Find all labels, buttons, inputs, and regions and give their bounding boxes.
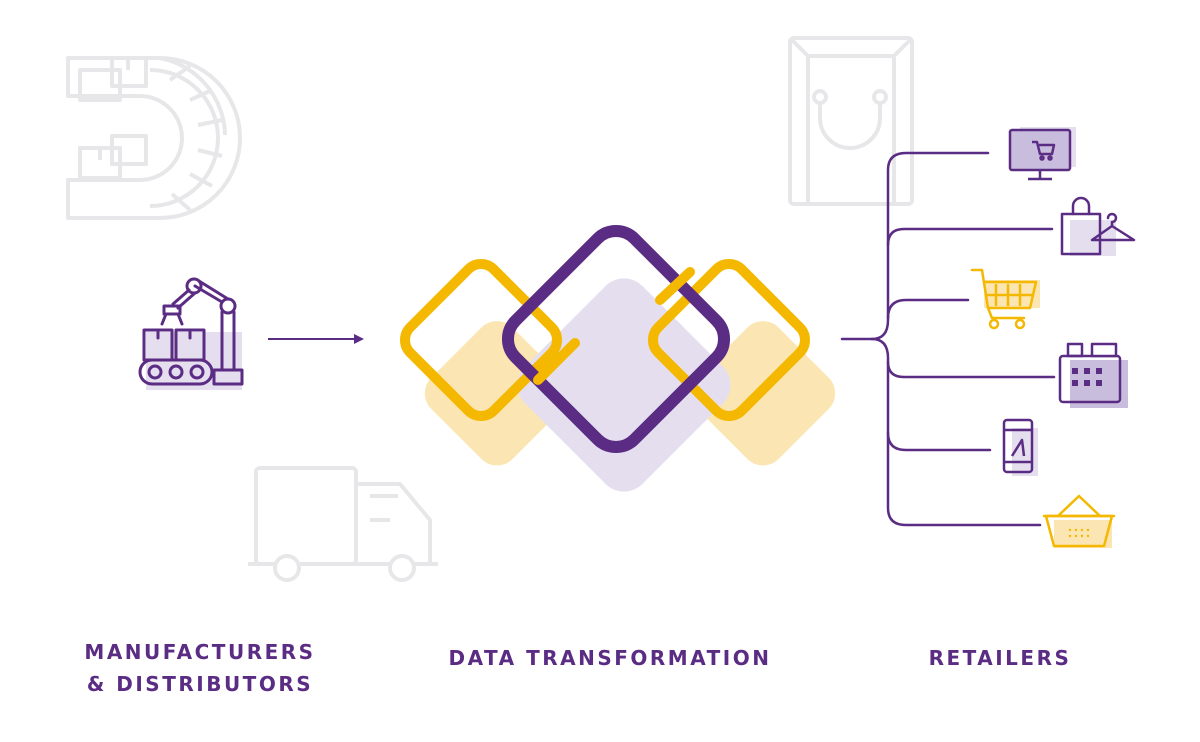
mobile-phone-icon: [1002, 418, 1038, 476]
conveyor-warehouse-icon: [66, 56, 242, 220]
retailers-label: RETAILERS: [928, 646, 1072, 670]
cash-register-icon: [1058, 342, 1128, 408]
delivery-truck-icon: [248, 466, 438, 582]
manufacturers-label: MANUFACTURERS & DISTRIBUTORS: [60, 636, 340, 700]
computer-cart-icon: [1008, 127, 1076, 181]
data-transformation-label: DATA TRANSFORMATION: [448, 646, 772, 670]
shopping-basket-icon: [1042, 494, 1116, 548]
robotic-arm-factory-icon: [138, 277, 244, 390]
shopping-cart-icon: [970, 268, 1040, 330]
shopping-bag-icon: [788, 36, 914, 206]
interlocking-diamonds-icon: [400, 224, 836, 492]
flow-arrow: [268, 334, 364, 344]
manufacturers-label-line2: & DISTRIBUTORS: [86, 672, 314, 696]
bag-hanger-icon: [1060, 196, 1136, 256]
retailer-connector-tree: [840, 151, 1056, 527]
manufacturers-label-line1: MANUFACTURERS: [84, 640, 316, 664]
